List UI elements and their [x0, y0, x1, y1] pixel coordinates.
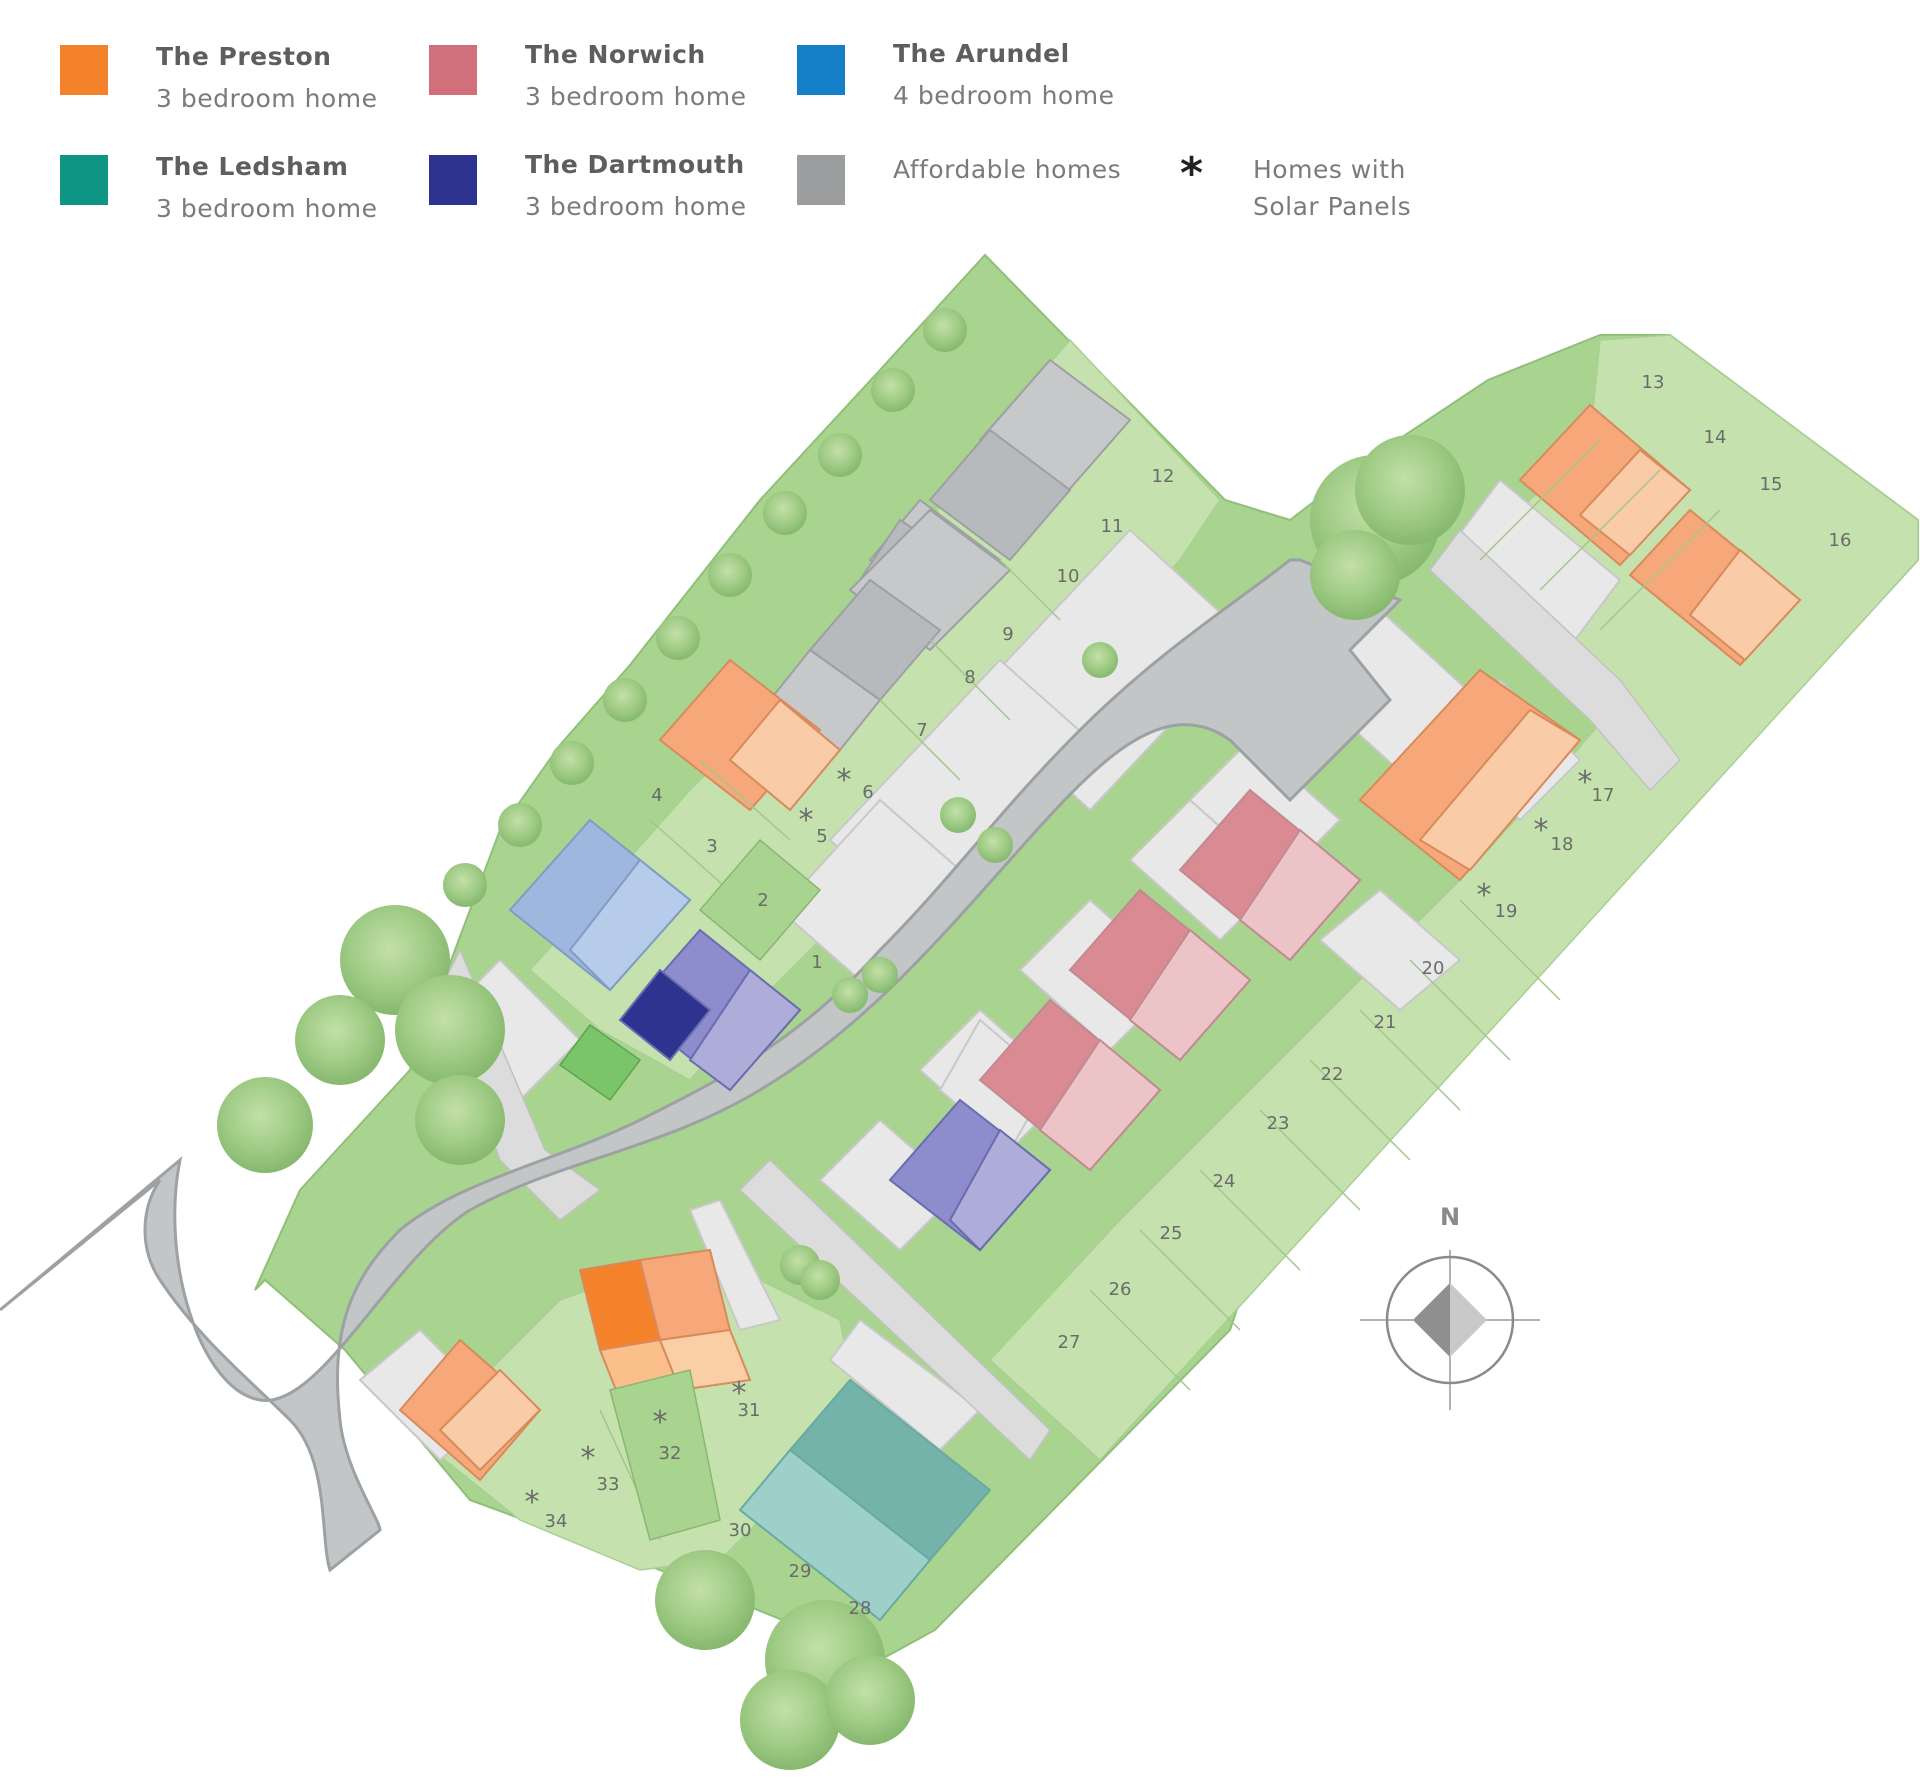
plot-24: 24 [1213, 1171, 1236, 1192]
garden-plot-2 [698, 838, 822, 962]
plot-32: 32 [659, 1443, 682, 1464]
solar-star-icon: * [799, 803, 814, 838]
legend-title: The Arundel [893, 39, 1070, 68]
legend-solar-line2: Solar Panels [1253, 192, 1412, 221]
plot-1: 1 [811, 952, 822, 973]
plot-33: 33 [597, 1474, 620, 1495]
norwich-homes [978, 788, 1362, 1172]
plot-31: 31 [738, 1400, 761, 1421]
ledsham-swatch [60, 155, 108, 205]
solar-star-icon: * [1180, 148, 1204, 199]
plot-23: 23 [1267, 1113, 1290, 1134]
plot-25: 25 [1160, 1223, 1183, 1244]
plot-26: 26 [1109, 1279, 1132, 1300]
affordable-swatch [797, 155, 845, 205]
plot-6: 6 [862, 782, 873, 803]
plot-12: 12 [1152, 466, 1175, 487]
affordable-homes [768, 358, 1132, 752]
plot-18: 18 [1551, 834, 1574, 855]
garden-green-corner [558, 1023, 642, 1102]
solar-star-icon: * [1578, 765, 1593, 800]
plot-22: 22 [1321, 1064, 1344, 1085]
legend-title: Affordable homes [893, 155, 1122, 184]
plot-20: 20 [1422, 958, 1445, 979]
plot-9: 9 [1002, 624, 1013, 645]
plot-17: 17 [1592, 785, 1615, 806]
legend-solar-line1: Homes with [1253, 155, 1406, 184]
solar-star-icon: * [581, 1441, 596, 1476]
solar-star-icon: * [732, 1376, 747, 1411]
plot-13: 13 [1642, 372, 1665, 393]
plot-2: 2 [757, 890, 768, 911]
compass-north-label: N [1440, 1203, 1460, 1231]
plot-34: 34 [545, 1511, 568, 1532]
legend-title: The Norwich [525, 40, 706, 69]
solar-star-icon: * [1534, 813, 1549, 848]
main-road [0, 558, 1403, 1573]
garden-plot-32 [609, 1369, 721, 1541]
solar-markers: * * * * * * * * * [525, 763, 1593, 1520]
plot-10: 10 [1057, 566, 1080, 587]
legend: The Preston 3 bedroom home The Norwich 3… [0, 0, 1920, 240]
plot-8: 8 [964, 667, 975, 688]
legend-subtitle: 4 bedroom home [893, 81, 1115, 110]
compass: N [1360, 1203, 1540, 1410]
legend-subtitle: 3 bedroom home [525, 192, 747, 221]
legend-title: The Preston [156, 42, 332, 71]
solar-star-icon: * [1477, 878, 1492, 913]
plot-11: 11 [1101, 516, 1124, 537]
dartmouth-swatch [429, 155, 477, 205]
legend-subtitle: 3 bedroom home [156, 194, 378, 223]
solar-star-icon: * [525, 1485, 540, 1520]
plot-14: 14 [1704, 427, 1727, 448]
preston-homes [398, 403, 1802, 1482]
solar-star-icon: * [837, 763, 852, 798]
plot-19: 19 [1495, 901, 1518, 922]
trees [217, 308, 1465, 1770]
legend-title: The Dartmouth [525, 150, 745, 179]
dartmouth-homes [618, 928, 1052, 1252]
preston-swatch [60, 45, 108, 95]
norwich-swatch [429, 45, 477, 95]
plot-7: 7 [916, 720, 927, 741]
plot-21: 21 [1374, 1012, 1397, 1033]
arundel-swatch [797, 45, 845, 95]
ledsham-homes [738, 1378, 992, 1622]
plot-3: 3 [706, 836, 717, 857]
solar-star-icon: * [653, 1405, 668, 1440]
plot-30: 30 [729, 1520, 752, 1541]
legend-title: The Ledsham [156, 152, 349, 181]
plot-27: 27 [1058, 1332, 1081, 1353]
plot-5: 5 [816, 826, 827, 847]
arundel-homes [508, 818, 692, 992]
legend-subtitle: 3 bedroom home [525, 82, 747, 111]
plot-16: 16 [1829, 530, 1852, 551]
legend-subtitle: 3 bedroom home [156, 84, 378, 113]
plot-4: 4 [651, 785, 662, 806]
plot-15: 15 [1760, 474, 1783, 495]
plot-28: 28 [849, 1598, 872, 1619]
plot-29: 29 [789, 1561, 812, 1582]
plot-numbers: 1 2 3 4 5 6 7 8 9 10 11 12 13 14 15 16 1… [545, 372, 1852, 1619]
